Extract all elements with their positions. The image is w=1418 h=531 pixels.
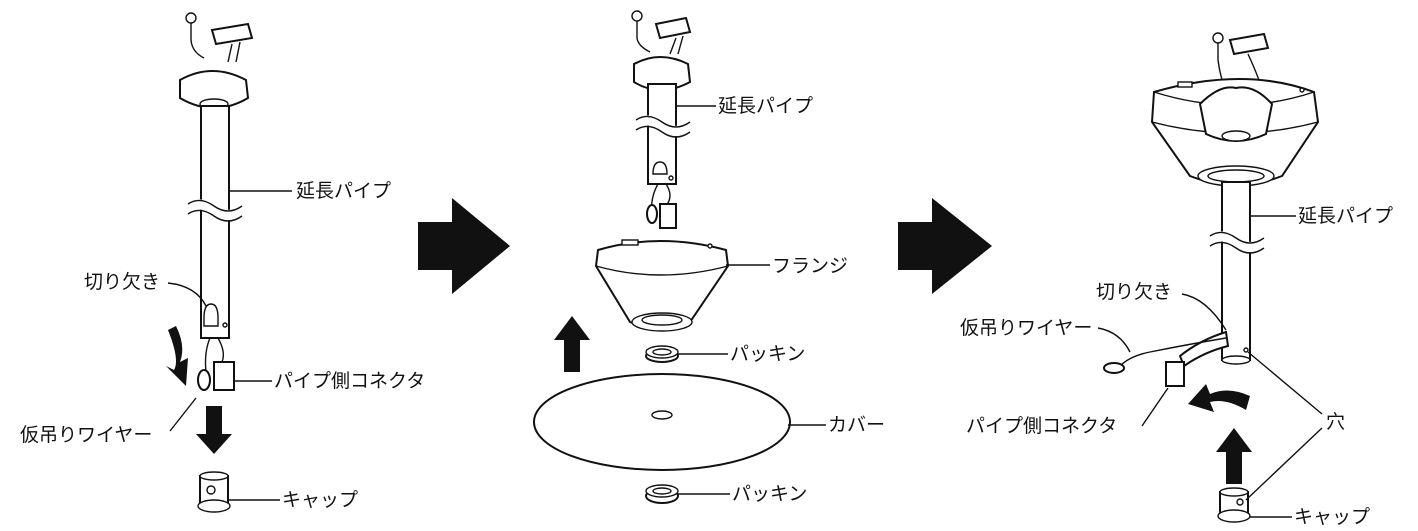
- step3-pipe-label: 延長パイプ: [1298, 205, 1393, 227]
- step2-illustration: [533, 10, 826, 504]
- step3-connector-label: パイプ側コネクタ: [966, 415, 1117, 437]
- step1-connector-label: パイプ側コネクタ: [274, 370, 425, 392]
- pipe-side-connector: [1165, 361, 1185, 387]
- step2-flange-label: フランジ: [772, 255, 848, 277]
- step2-packing-top-label: パッキン: [730, 343, 805, 365]
- hook-ring-icon: [1212, 32, 1224, 44]
- temporary-wire-ring: [1103, 362, 1125, 374]
- down-arrow-icon: [196, 406, 232, 454]
- step2-packing-bottom-label: パッキン: [732, 483, 807, 505]
- step3-wire-label: 仮吊りワイヤー: [960, 317, 1092, 339]
- canopy: [179, 70, 250, 109]
- temporary-wire-ring: [197, 369, 211, 391]
- hook-ring-icon: [631, 10, 643, 22]
- canopy: [633, 56, 692, 91]
- hook-ring-icon: [185, 12, 197, 24]
- pipe-side-connector: [659, 203, 677, 229]
- ceiling-connector: [210, 22, 254, 46]
- extension-pipe: [200, 105, 230, 339]
- step3-illustration: [1097, 32, 1323, 523]
- step1-cap-label: キャップ: [282, 489, 358, 511]
- step1-illustration: [166, 12, 292, 513]
- cover: [533, 373, 791, 471]
- temporary-wire-ring: [646, 204, 658, 224]
- step-arrow-2-icon: [898, 198, 992, 294]
- ceiling-connector: [1228, 32, 1270, 56]
- notch: [203, 303, 219, 327]
- notch: [652, 161, 668, 175]
- step3-hole-label: 穴: [1326, 411, 1345, 433]
- pipe-side-connector: [213, 361, 235, 391]
- ceiling-connector: [654, 16, 692, 40]
- extension-pipe: [1221, 181, 1251, 361]
- step2-cover-label: カバー: [828, 414, 885, 436]
- step1-pipe-label: 延長パイプ: [296, 180, 391, 202]
- up-arrow-icon: [554, 316, 590, 372]
- rotate-arrow-icon: [1188, 384, 1250, 412]
- step3-cap-label: キャップ: [1294, 506, 1370, 528]
- step3-notch-label: 切り欠き: [1096, 281, 1172, 303]
- hole: [1243, 347, 1249, 353]
- step1-notch-label: 切り欠き: [84, 271, 160, 293]
- step1-wire-label: 仮吊りワイヤー: [20, 424, 152, 446]
- rotate-arrow-icon: [166, 326, 188, 386]
- up-arrow-icon: [1216, 428, 1252, 484]
- step2-pipe-label: 延長パイプ: [718, 95, 813, 117]
- step-arrow-1-icon: [418, 198, 510, 294]
